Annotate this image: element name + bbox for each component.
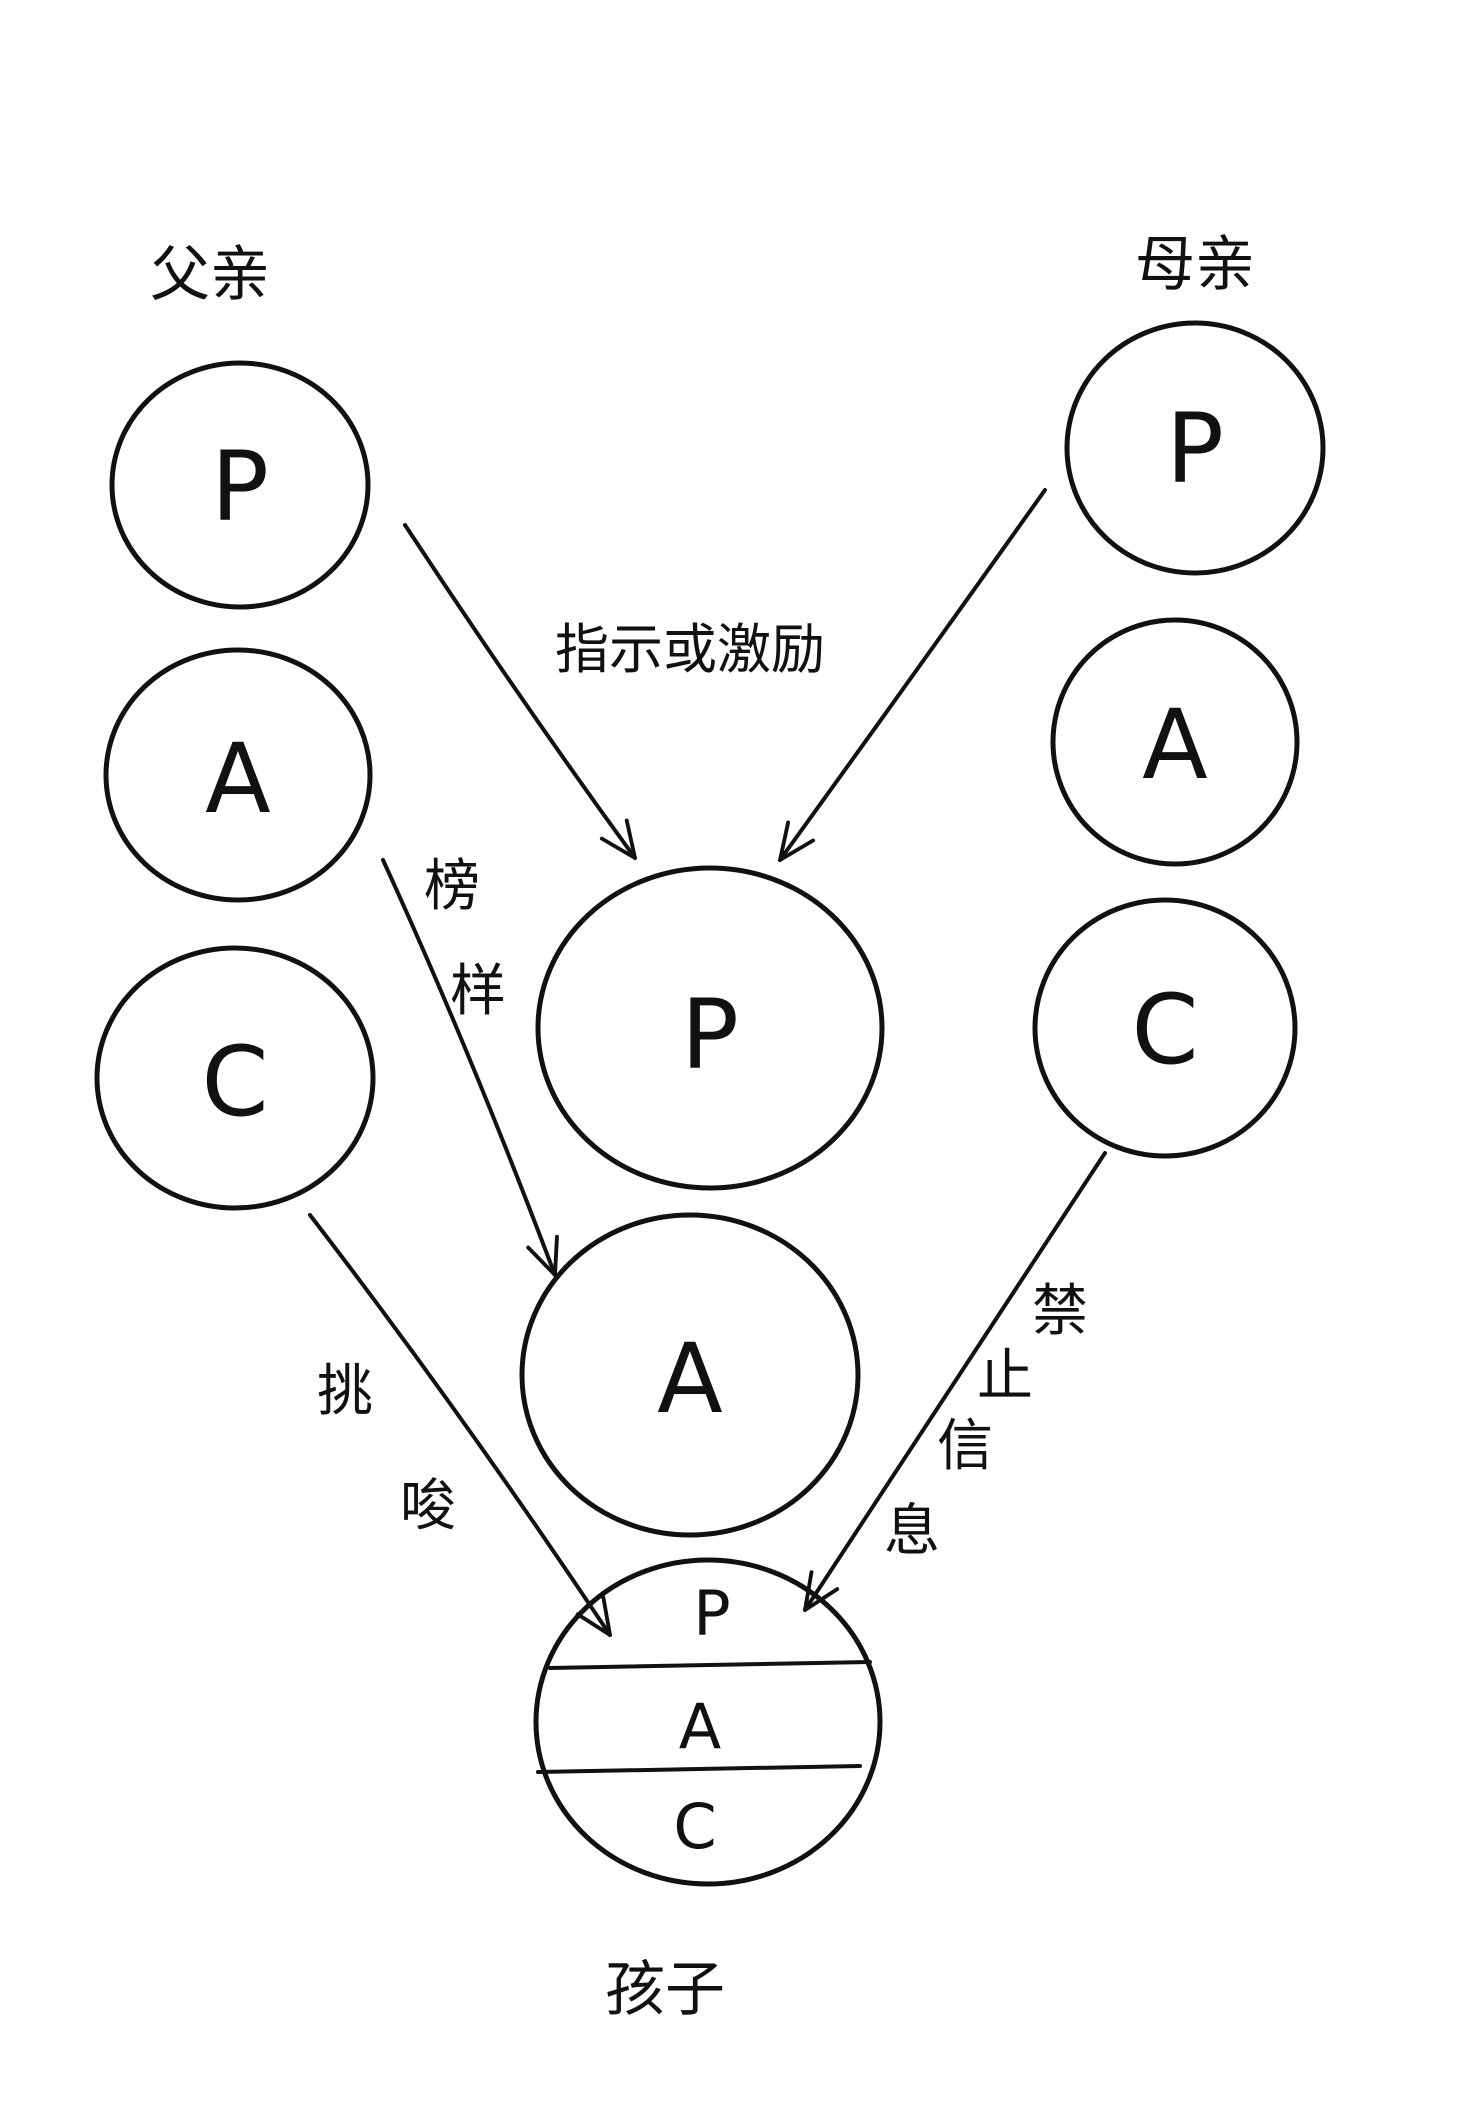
label-model-2: 样: [450, 959, 506, 1024]
label-instigate-1: 挑: [317, 1359, 373, 1424]
arrow-father-adult-to-middle-adult: [381, 858, 559, 1277]
child-divider-bottom: [536, 1764, 862, 1774]
middle-parent-node: P: [535, 865, 885, 1191]
mother-child-node: C: [1032, 897, 1298, 1159]
label-prohibit-1: 禁: [1032, 1279, 1088, 1344]
arrow-mother-parent-to-middle-parent: [778, 488, 1047, 862]
mother-parent-circle: [1064, 320, 1326, 576]
child-parent-letter: P: [693, 1577, 730, 1650]
label-instigate-2: 唆: [400, 1474, 456, 1539]
arrow-father-child-to-child-parent: [308, 1213, 612, 1637]
father-adult-circle: [103, 647, 373, 903]
child-child-letter: C: [673, 1790, 716, 1863]
child-divider-top: [548, 1660, 872, 1670]
father-child-node: C: [94, 945, 376, 1211]
middle-parent-circle: [535, 865, 885, 1191]
mother-group: 母亲 P A C: [1032, 230, 1326, 1159]
child-label: 孩子: [605, 1955, 725, 2025]
child-composite-circle: [533, 1557, 883, 1887]
mother-parent-node: P: [1064, 320, 1326, 576]
mother-parent-letter: P: [1166, 393, 1224, 505]
father-parent-letter: P: [211, 431, 269, 543]
label-prohibit-3: 信: [937, 1414, 993, 1479]
middle-adult-circle: [519, 1212, 861, 1538]
label-prohibit-4: 息: [884, 1499, 940, 1564]
middle-adult-letter: A: [657, 1323, 723, 1435]
father-child-circle: [94, 945, 376, 1211]
father-label: 父亲: [150, 240, 270, 310]
mother-adult-node: A: [1050, 617, 1300, 867]
father-adult-letter: A: [205, 723, 271, 835]
label-model-1: 榜: [424, 854, 480, 919]
arrow-father-parent-to-middle-parent: [403, 523, 637, 860]
arrows: [308, 488, 1107, 1637]
father-child-letter: C: [201, 1026, 268, 1138]
child-adult-letter: A: [679, 1690, 721, 1763]
mother-adult-letter: A: [1142, 689, 1208, 801]
father-adult-node: A: [103, 647, 373, 903]
label-directive: 指示或激励: [555, 618, 825, 681]
middle-group: P A: [519, 865, 885, 1538]
father-parent-circle: [109, 360, 371, 610]
father-parent-node: P: [109, 360, 371, 610]
mother-label: 母亲: [1135, 230, 1255, 300]
mother-child-circle: [1032, 897, 1298, 1159]
middle-parent-letter: P: [681, 979, 739, 1091]
label-prohibit-2: 止: [977, 1344, 1033, 1409]
arrow-mother-child-to-child-parent: [803, 1151, 1107, 1612]
child-group: P A C 孩子: [533, 1557, 883, 2025]
middle-adult-node: A: [519, 1212, 861, 1538]
mother-child-letter: C: [1131, 974, 1198, 1086]
edge-labels: 指示或激励 榜 样 挑 唆 禁 止 信 息: [317, 618, 1088, 1564]
father-group: 父亲 P A C: [94, 240, 376, 1211]
mother-adult-circle: [1050, 617, 1300, 867]
